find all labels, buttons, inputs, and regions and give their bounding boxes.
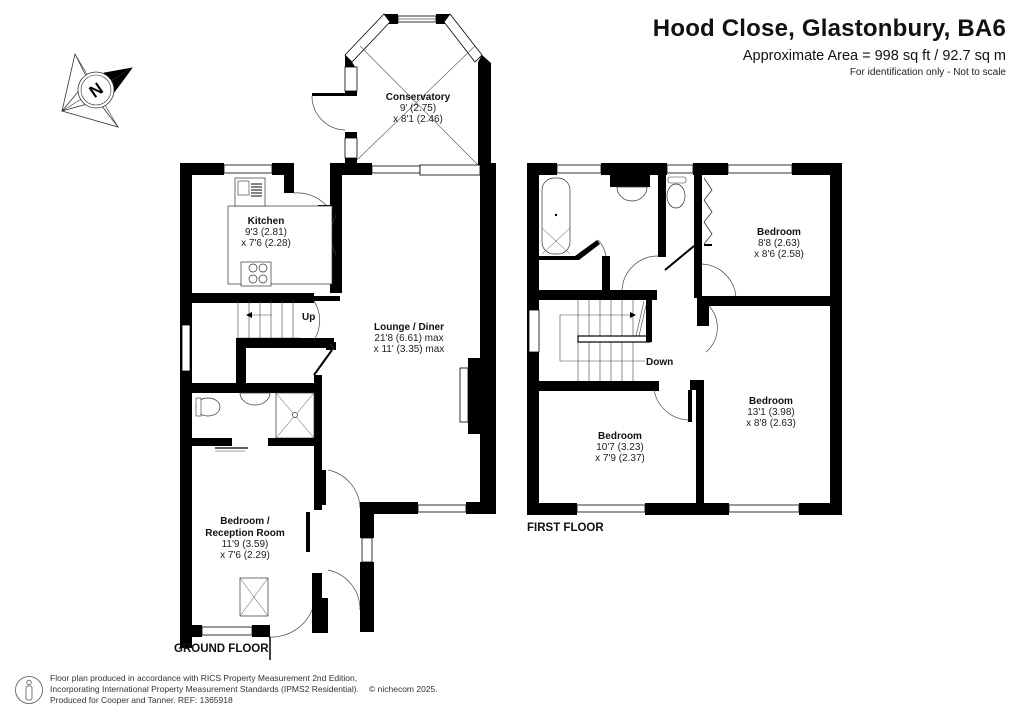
svg-text:21'8 (6.61) max: 21'8 (6.61) max	[374, 333, 443, 344]
approximate-area: Approximate Area = 998 sq ft / 92.7 sq m	[742, 48, 1006, 64]
footer: Floor plan produced in accordance with R…	[14, 673, 438, 706]
scale-disclaimer: For identification only - Not to scale	[849, 67, 1006, 78]
north-arrow-icon: N	[60, 52, 133, 128]
stairs-down-label: Down	[646, 357, 673, 368]
svg-text:8'8 (2.63): 8'8 (2.63)	[758, 238, 800, 249]
copyright: © nichecom 2025.	[369, 684, 438, 694]
svg-text:x 7'9 (2.37): x 7'9 (2.37)	[595, 453, 645, 464]
kitchen-label: Kitchen 9'3 (2.81) x 7'6 (2.28)	[241, 216, 291, 249]
svg-text:Conservatory: Conservatory	[386, 92, 451, 103]
bedroom-3-label: Bedroom 10'7 (3.23) x 7'9 (2.37)	[595, 431, 645, 464]
property-title: Hood Close, Glastonbury, BA6	[652, 15, 1006, 42]
conservatory-walls	[311, 13, 491, 175]
svg-text:Lounge / Diner: Lounge / Diner	[374, 322, 444, 333]
ground-floor-plan	[180, 13, 496, 660]
svg-text:x 11' (3.35) max: x 11' (3.35) max	[374, 344, 445, 355]
first-floor-plan	[527, 163, 842, 515]
svg-text:Bedroom: Bedroom	[749, 396, 793, 407]
bedroom-reception-label: Bedroom / Reception Room 11'9 (3.59) x 7…	[205, 516, 285, 561]
svg-text:10'7 (3.23): 10'7 (3.23)	[596, 442, 644, 453]
svg-text:11'9 (3.59): 11'9 (3.59)	[222, 539, 269, 550]
svg-text:9'3 (2.81): 9'3 (2.81)	[245, 227, 287, 238]
svg-text:Kitchen: Kitchen	[248, 216, 285, 227]
footer-line-1: Floor plan produced in accordance with R…	[50, 673, 358, 683]
svg-text:Bedroom /: Bedroom /	[220, 516, 270, 527]
stairs-up-label: Up	[302, 312, 315, 323]
footer-line-3: Produced for Cooper and Tanner. REF: 136…	[50, 695, 233, 705]
svg-text:9' (2.75): 9' (2.75)	[400, 103, 436, 114]
person-info-icon	[15, 676, 43, 704]
svg-text:13'1 (3.98): 13'1 (3.98)	[747, 407, 795, 418]
bedroom-2-label: Bedroom 13'1 (3.98) x 8'8 (2.63)	[746, 396, 796, 429]
ground-floor-label: GROUND FLOOR	[174, 643, 269, 655]
svg-text:Bedroom: Bedroom	[598, 431, 642, 442]
svg-text:Bedroom: Bedroom	[757, 227, 801, 238]
svg-text:Reception Room: Reception Room	[205, 528, 285, 539]
lounge-diner-label: Lounge / Diner 21'8 (6.61) max x 11' (3.…	[374, 322, 445, 355]
svg-text:x 8'1 (2.46): x 8'1 (2.46)	[393, 114, 443, 125]
first-floor-label: FIRST FLOOR	[527, 522, 604, 534]
header: Hood Close, Glastonbury, BA6 Approximate…	[653, 14, 1006, 80]
conservatory-label: Conservatory 9' (2.75) x 8'1 (2.46)	[386, 92, 451, 125]
svg-text:x 8'6 (2.58): x 8'6 (2.58)	[754, 249, 804, 260]
svg-text:x 7'6 (2.29): x 7'6 (2.29)	[220, 550, 270, 561]
svg-text:x 8'8 (2.63): x 8'8 (2.63)	[746, 418, 796, 429]
svg-text:x 7'6 (2.28): x 7'6 (2.28)	[241, 238, 291, 249]
footer-line-2: Incorporating International Property Mea…	[50, 684, 359, 694]
bedroom-1-label: Bedroom 8'8 (2.63) x 8'6 (2.58)	[754, 227, 804, 260]
